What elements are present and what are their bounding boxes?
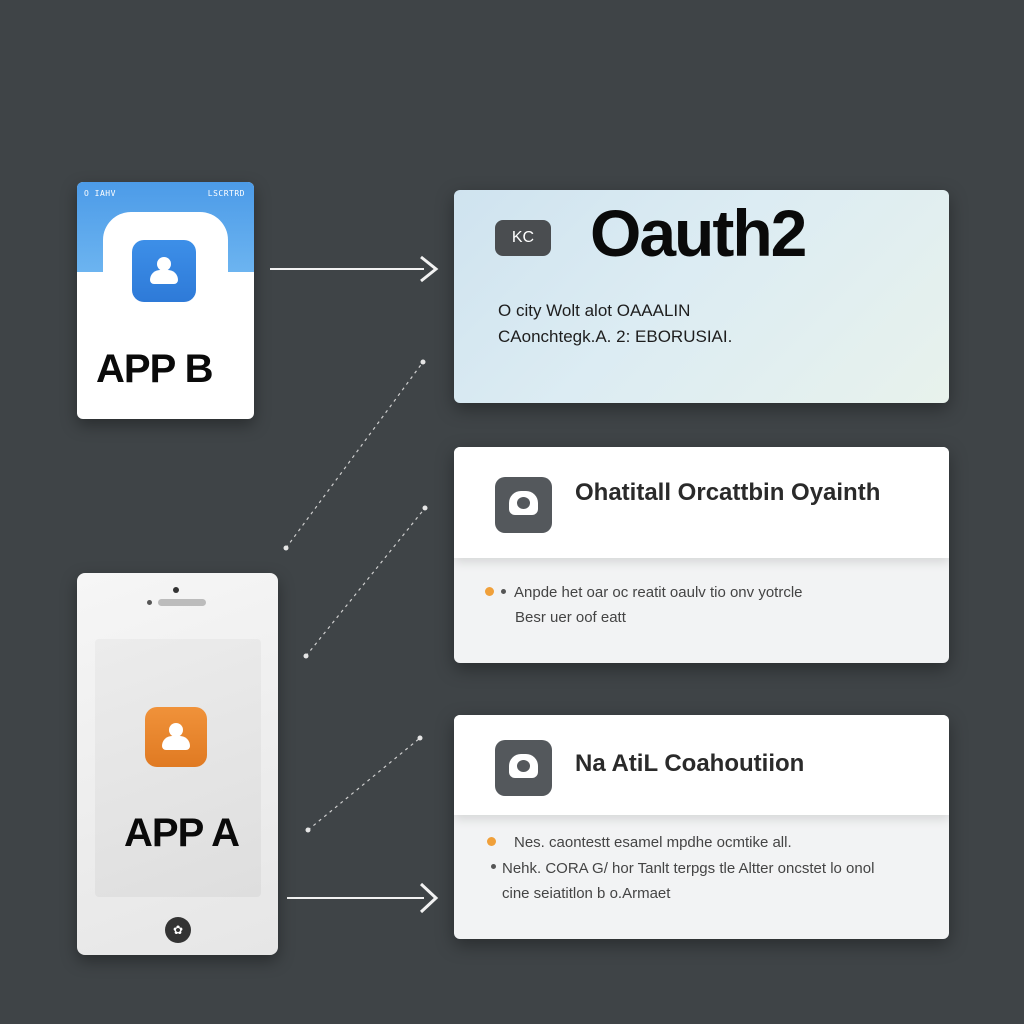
phone-speaker [158, 599, 206, 606]
oauth-line-1: O city Wolt alot OAAALIN [498, 301, 691, 320]
panel-2-bullet-2: Besr uer oof eatt [515, 609, 626, 626]
phone-sensor [147, 600, 152, 605]
person-icon [147, 257, 181, 285]
app-a-icon [145, 707, 207, 767]
panel-2-title: Ohatitall Orcattbin Oyainth [575, 479, 881, 506]
user-circle-icon [495, 477, 552, 533]
app-b-corner-left: O IAHV [84, 189, 116, 198]
bullet-dot-icon [487, 837, 496, 846]
bullet-dot-icon [501, 589, 506, 594]
app-a-label: APP A [124, 811, 240, 855]
oauth2-panel: KC Oauth2 O city Wolt alot OAAALIN CAonc… [454, 190, 949, 403]
home-icon[interactable]: ✿ [165, 917, 191, 943]
oauth-badge: KC [495, 220, 551, 256]
panel-2-header: Ohatitall Orcattbin Oyainth [454, 447, 949, 558]
panel-3-bullet-2: Nehk. CORA G/ hor Tanlt terpgs tle Altte… [502, 860, 875, 877]
app-b-corner-right: LSCRTRD [207, 189, 245, 198]
app-b-label: APP B [96, 347, 214, 391]
dotted-connector-3 [305, 735, 423, 833]
coauthorization-panel: Na AtiL Coahoutiion Nes. caontestt esame… [454, 715, 949, 939]
oauth-title: Oauth2 [590, 196, 807, 270]
app-a-phone[interactable]: APP A ✿ [77, 573, 278, 955]
dotted-connector-1 [283, 359, 426, 551]
phone-screen [95, 639, 261, 897]
person-icon [159, 723, 193, 751]
panel-3-title: Na AtiL Coahoutiion [575, 750, 805, 777]
oauth-line-2: CAonchtegk.A. 2: EBORUSIAI. [498, 327, 733, 346]
arrow-app-b-to-oauth [270, 255, 439, 283]
authorization-panel: Ohatitall Orcattbin Oyainth Anpde het oa… [454, 447, 949, 663]
panel-3-bullet-1: Nes. caontestt esamel mpdhe ocmtike all. [514, 834, 792, 851]
bullet-dot-icon [485, 587, 494, 596]
dotted-connector-2 [303, 505, 428, 659]
phone-camera [173, 587, 179, 593]
panel-2-bullet-1: Anpde het oar oc reatit oaulv tio onv yo… [514, 584, 803, 601]
bullet-dot-icon [491, 864, 496, 869]
app-b-icon [132, 240, 196, 302]
user-circle-icon [495, 740, 552, 796]
panel-3-header: Na AtiL Coahoutiion [454, 715, 949, 815]
app-b-card[interactable]: O IAHV LSCRTRD APP B [77, 182, 254, 419]
arrow-app-a-to-panel-3 [287, 882, 439, 914]
panel-3-bullet-3: cine seiatitlon b o.Armaet [502, 885, 671, 902]
